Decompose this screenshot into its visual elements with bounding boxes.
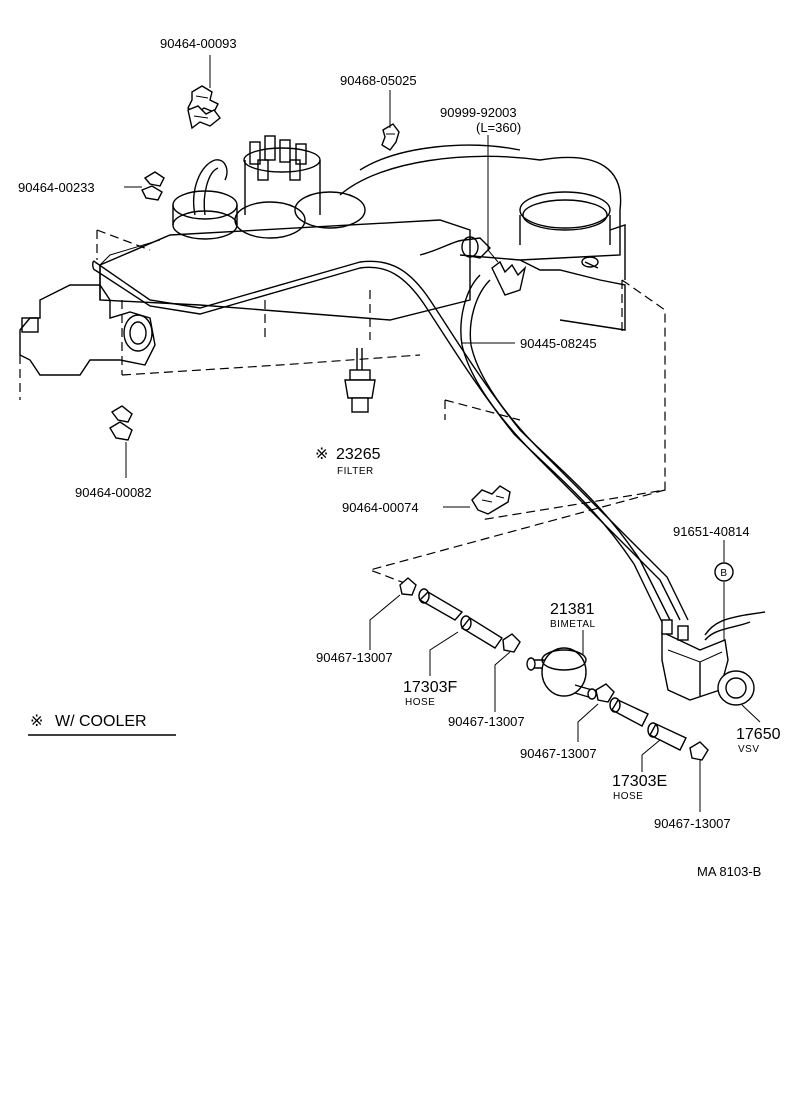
reference-code: MA 8103-B [697, 864, 761, 879]
label-90467-13007-a: 90467-13007 [316, 650, 393, 665]
engine-assembly [19, 135, 689, 623]
marker-b-letter: B [720, 568, 727, 579]
label-23265: 23265 [336, 446, 381, 463]
label-90464-00082: 90464-00082 [75, 485, 152, 500]
clamp-90467-13007-b [502, 633, 521, 653]
label-l-360: (L=360) [476, 120, 521, 135]
cooler-note: ※ W/ COOLER [28, 713, 176, 736]
note-asterisk: ※ [30, 713, 43, 730]
distributor-cap [172, 135, 366, 240]
label-bimetal: BIMETAL [550, 619, 596, 630]
clamp-90467-13007-c [595, 683, 615, 703]
label-90464-00074: 90464-00074 [342, 500, 419, 515]
clamp-90467-13007-a [399, 577, 417, 596]
label-asterisk-filter: ※ [315, 446, 328, 463]
filter-23265 [344, 348, 376, 413]
clip-90464-00233 [141, 171, 165, 201]
leader-lines [124, 55, 761, 812]
label-91651-40814: 91651-40814 [673, 524, 750, 539]
label-90467-13007-d: 90467-13007 [654, 816, 731, 831]
label-hose-f: HOSE [405, 697, 435, 708]
label-90464-00233: 90464-00233 [18, 180, 95, 195]
clip-90464-00074 [471, 485, 511, 515]
clip-90464-00082 [109, 405, 133, 441]
label-21381: 21381 [550, 601, 595, 618]
hose-17303F [418, 588, 503, 649]
label-90468-05025: 90468-05025 [340, 73, 417, 88]
vsv-17650 [661, 611, 766, 706]
note-text: W/ COOLER [55, 713, 147, 730]
label-90999-92003: 90999-92003 [440, 105, 517, 120]
label-vsv: VSV [738, 744, 760, 755]
clamp-90467-13007-d [689, 741, 709, 761]
marker-b: B [714, 562, 734, 582]
clip-90464-00093 [187, 85, 221, 130]
label-filter: FILTER [337, 466, 374, 477]
label-90467-13007-c: 90467-13007 [520, 746, 597, 761]
clip-90468-05025 [381, 123, 400, 151]
label-90464-00093: 90464-00093 [160, 36, 237, 51]
label-17650: 17650 [736, 726, 781, 743]
bimetal-21381 [526, 647, 597, 700]
label-17303E: 17303E [612, 773, 667, 790]
label-90445-08245: 90445-08245 [520, 336, 597, 351]
label-hose-e: HOSE [613, 791, 643, 802]
label-90467-13007-b: 90467-13007 [448, 714, 525, 729]
part-labels: 90464-00093 90468-05025 90999-92003 (L=3… [18, 36, 781, 831]
hose-17303E [609, 697, 687, 751]
label-17303F: 17303F [403, 679, 457, 696]
